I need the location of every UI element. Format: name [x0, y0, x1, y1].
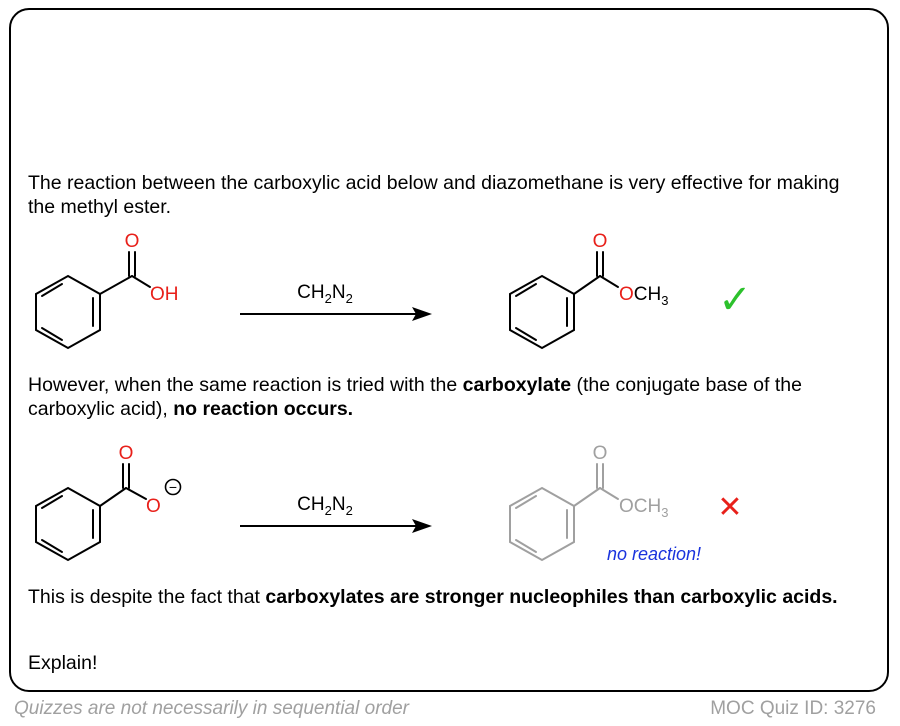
- svg-text:CH2N2: CH2N2: [297, 494, 353, 518]
- carboxylate-text: However, when the same reaction is tried…: [28, 374, 802, 420]
- reagent-label: CH2N2: [297, 282, 353, 306]
- quiz-card: [9, 8, 889, 692]
- svg-text:CH2N2: CH2N2: [297, 282, 353, 306]
- benzoate-structure: O O −: [35, 443, 182, 562]
- carbonyl-oxygen-label: O: [593, 443, 608, 464]
- reaction-arrow: [240, 519, 432, 533]
- methoxy-label: OCH3: [619, 284, 668, 308]
- footer-quiz-id: MOC Quiz ID: 3276: [710, 698, 876, 719]
- carbonyl-oxygen-label: O: [119, 443, 134, 464]
- carbonyl-oxygen-label: O: [125, 231, 140, 252]
- explain-prompt: Explain!: [28, 652, 98, 674]
- carbonyl-oxygen-label: O: [593, 231, 608, 252]
- anionic-oxygen-label: O: [146, 496, 161, 517]
- reaction-scheme-1: O OH CH2N2 O OCH3 ✓: [35, 231, 752, 350]
- no-reaction-note: no reaction!: [607, 544, 701, 564]
- methyl-ester-structure: O OCH3: [509, 231, 668, 350]
- cross-icon: ✕: [717, 490, 742, 525]
- footer-sequence-note: Quizzes are not necessarily in sequentia…: [14, 698, 409, 719]
- reaction-arrow: [240, 307, 432, 321]
- nucleophile-text: This is despite the fact that carboxylat…: [28, 586, 838, 608]
- methoxy-label: OCH3: [619, 496, 668, 520]
- intro-text: The reaction between the carboxylic acid…: [28, 172, 840, 218]
- negative-charge-icon: −: [164, 478, 182, 496]
- hydroxyl-label: OH: [150, 284, 179, 305]
- reaction-scheme-2: O O − CH2N2 O OCH3 ✕ no reaction!: [35, 443, 743, 564]
- faded-methyl-ester-structure: O OCH3: [509, 443, 668, 562]
- benzoic-acid-structure: O OH: [35, 231, 179, 350]
- reagent-label: CH2N2: [297, 494, 353, 518]
- svg-text:−: −: [169, 479, 177, 495]
- checkmark-icon: ✓: [718, 277, 752, 323]
